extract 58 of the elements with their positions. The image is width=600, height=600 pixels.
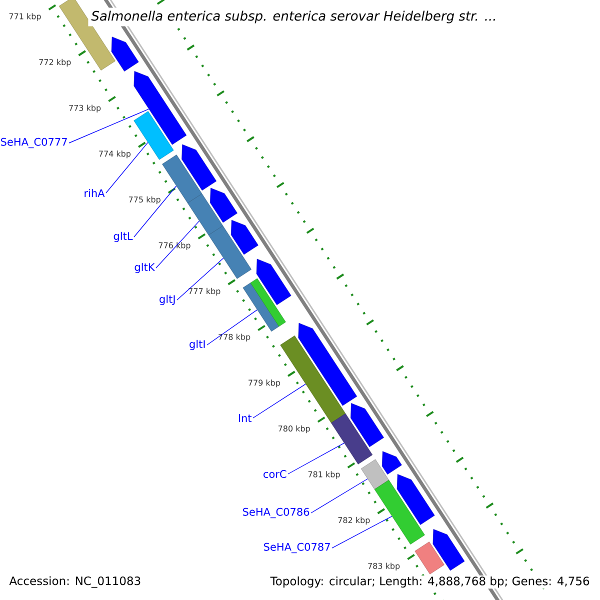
gene-feature (350, 403, 384, 448)
gene-label: SeHA_C0787 (264, 542, 330, 554)
gene-label: lnt (239, 414, 252, 422)
gene-label: SeHA_C0777 (0, 138, 67, 148)
gene-feature (298, 323, 358, 406)
leader-line (310, 478, 368, 514)
scale-label: 778 kbp (218, 334, 250, 342)
scale-label: 780 kbp (278, 425, 310, 434)
leader-line (206, 309, 258, 346)
leader-line (106, 142, 148, 194)
gene-bar (242, 282, 280, 332)
gene-label: SeHA_C0786 (242, 508, 310, 518)
gene-bar (374, 480, 425, 544)
gene-bar (134, 111, 174, 160)
gene-feature (134, 71, 187, 145)
gene-bar (360, 459, 390, 490)
scale-label: 775 kbp (128, 196, 160, 204)
gene-feature (210, 188, 238, 223)
gene-bar (280, 336, 346, 424)
gene-bar (208, 226, 252, 279)
leader-line (176, 258, 224, 300)
scale-label: 782 kbp (338, 516, 370, 525)
scale-label: 773 kbp (69, 104, 101, 112)
gene-feature (182, 144, 216, 191)
summary-text: Topology: circular; Length: 4,888,768 bp; Genes: 4,756 (269, 575, 591, 589)
title: Salmonella enterica subsp. enterica serovar Heidelberg str. ... (88, 8, 500, 26)
gene-feature (230, 220, 258, 255)
gene-bar (331, 413, 373, 464)
scale-label: 772 kbp (39, 58, 71, 67)
gene-bar (162, 154, 202, 204)
gene-label: gltI (190, 340, 205, 350)
leader-line (288, 442, 344, 474)
gene-feature (382, 451, 402, 474)
gene-feature (396, 474, 435, 525)
scale-label: 771 kbp (9, 13, 41, 21)
gene-feature (111, 36, 139, 72)
leader-line (134, 186, 177, 238)
scale-label: 776 kbp (158, 242, 190, 250)
scale-label: 779 kbp (248, 380, 280, 388)
leader-line (68, 108, 150, 144)
gene-label: gltL (114, 232, 133, 242)
scale-label: 777 kbp (188, 288, 220, 296)
gene-label: rihA (84, 189, 105, 197)
accession-text: Accession: NC_011083 (8, 575, 142, 589)
scale-label: 783 kbp (368, 562, 400, 570)
gene-label: gltK (134, 262, 156, 274)
leader-line (156, 220, 200, 268)
gene-bar (250, 278, 286, 327)
gene-label: corC (264, 470, 286, 478)
gene-label: gltJ (160, 294, 175, 306)
scale-label: 781 kbp (308, 471, 340, 479)
scale-label: 774 kbp (99, 150, 131, 158)
gene-feature (432, 529, 465, 571)
gene-feature (256, 258, 292, 306)
leader-line (332, 516, 392, 548)
gene-bar (414, 542, 444, 574)
gene-bar (188, 194, 224, 236)
leader-line (252, 384, 306, 418)
